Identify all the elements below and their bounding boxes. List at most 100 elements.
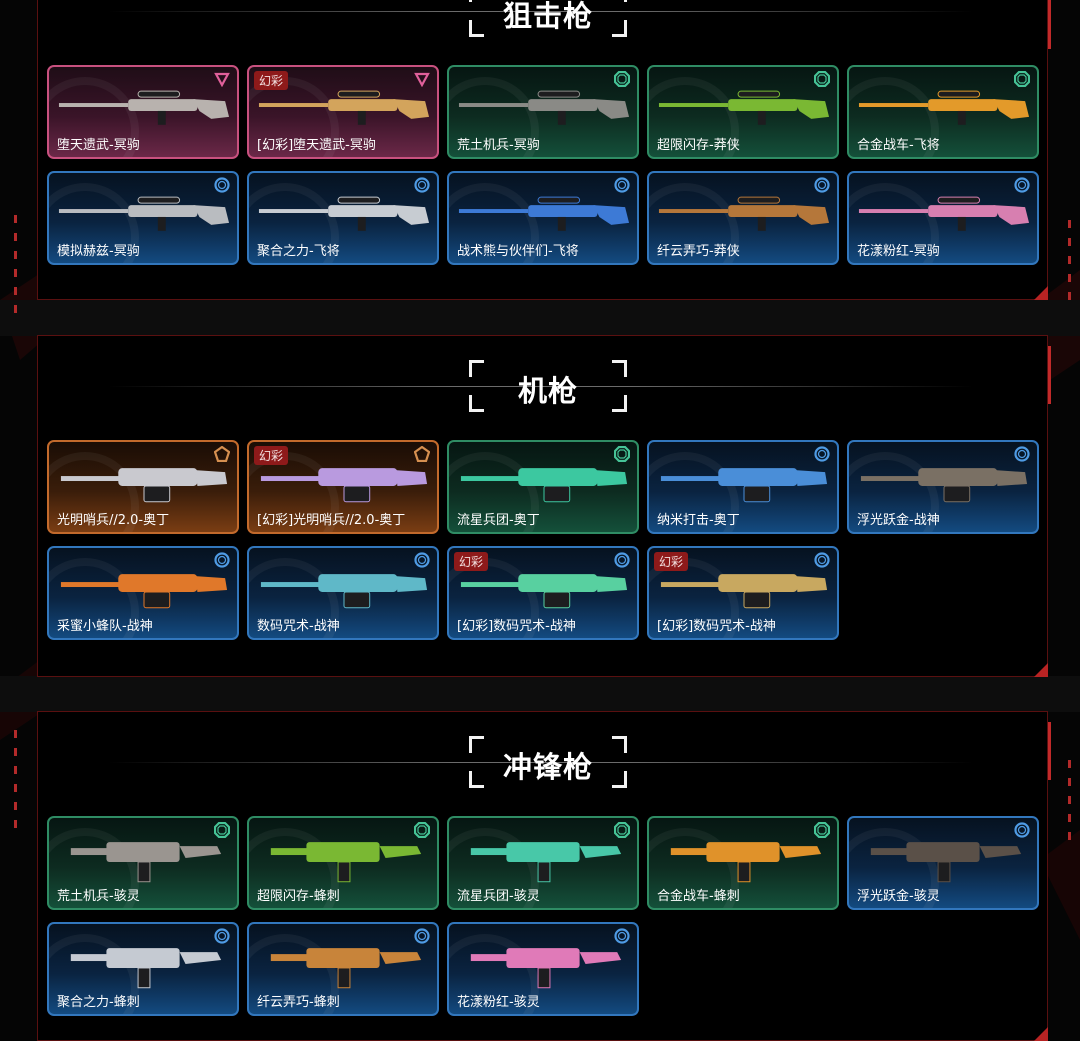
weapon-image bbox=[858, 90, 1030, 125]
skin-name: 超限闪存-蜂刺 bbox=[257, 889, 340, 904]
skin-card[interactable]: 聚合之力-飞将 bbox=[247, 171, 439, 265]
weapon-image bbox=[60, 574, 228, 609]
colorful-badge: 幻彩 bbox=[454, 552, 489, 571]
circle-icon bbox=[1014, 822, 1030, 838]
card-background-ring bbox=[49, 452, 139, 532]
skin-card[interactable]: 纤云弄巧-莽侠 bbox=[647, 171, 839, 265]
octagon-icon bbox=[814, 822, 830, 838]
section-title: 狙击枪 bbox=[502, 0, 593, 33]
panel-accent bbox=[1048, 0, 1051, 49]
section-header: 狙击枪 bbox=[469, 0, 627, 37]
skin-card[interactable]: 浮光跃金-骇灵 bbox=[847, 816, 1039, 910]
weapon-image bbox=[660, 468, 828, 503]
side-decoration-left-1 bbox=[14, 215, 18, 323]
card-background-ring bbox=[249, 77, 339, 157]
skin-card[interactable]: 纤云弄巧-蜂刺 bbox=[247, 922, 439, 1016]
card-background-ring bbox=[49, 77, 139, 157]
skin-card[interactable]: 幻彩[幻彩]光明哨兵//2.0-奥丁 bbox=[247, 440, 439, 534]
section-header: 冲锋枪 bbox=[469, 736, 627, 788]
card-background-ring bbox=[449, 828, 539, 908]
circle-icon bbox=[614, 552, 630, 568]
skin-name: 数码咒术-战神 bbox=[257, 619, 340, 634]
skin-card[interactable]: 花漾粉红-冥驹 bbox=[847, 171, 1039, 265]
octagon-icon bbox=[614, 822, 630, 838]
octagon-icon bbox=[614, 71, 630, 87]
side-decoration-right-2 bbox=[1068, 760, 1072, 850]
skin-name: 流星兵团-奥丁 bbox=[457, 513, 540, 528]
card-background-ring bbox=[449, 452, 539, 532]
circle-icon bbox=[814, 552, 830, 568]
weapon-image bbox=[270, 842, 422, 883]
card-background-ring bbox=[249, 934, 339, 1014]
card-background-ring bbox=[249, 452, 339, 532]
skin-name: [幻彩]数码咒术-战神 bbox=[457, 619, 576, 634]
colorful-badge: 幻彩 bbox=[654, 552, 689, 571]
triangle-icon bbox=[414, 72, 430, 87]
skin-card[interactable]: 幻彩 [幻彩]数码咒术-战神 bbox=[447, 546, 639, 640]
weapon-image bbox=[658, 196, 830, 231]
card-background-ring bbox=[649, 452, 739, 532]
divider-line bbox=[108, 386, 973, 387]
circle-icon bbox=[1014, 177, 1030, 193]
weapon-image bbox=[58, 196, 230, 231]
skin-card[interactable]: 光明哨兵//2.0-奥丁 bbox=[47, 440, 239, 534]
skin-card[interactable]: 幻彩[幻彩]数码咒术-战神 bbox=[647, 546, 839, 640]
weapon-image bbox=[58, 90, 230, 125]
card-background-ring bbox=[849, 77, 939, 157]
side-decoration-left-2 bbox=[14, 730, 18, 838]
skin-name: 合金战车-飞将 bbox=[857, 138, 940, 153]
section-sniper: 狙击枪 堕天遗武-冥驹 幻彩[幻彩]堕天遗武-冥驹 荒土机兵-冥驹 超限闪存-莽… bbox=[37, 0, 1051, 300]
skin-name: [幻彩]光明哨兵//2.0-奥丁 bbox=[257, 513, 406, 528]
card-background-ring bbox=[49, 183, 139, 263]
weapon-image bbox=[470, 842, 622, 883]
weapon-image bbox=[258, 196, 430, 231]
skin-card[interactable]: 花漾粉红-骇灵 bbox=[447, 922, 639, 1016]
skin-card[interactable]: 荒土机兵-骇灵 bbox=[47, 816, 239, 910]
card-background-ring bbox=[849, 183, 939, 263]
skin-card[interactable]: 幻彩[幻彩]堕天遗武-冥驹 bbox=[247, 65, 439, 159]
circle-icon bbox=[414, 552, 430, 568]
divider-line bbox=[108, 11, 973, 12]
weapon-image bbox=[658, 90, 830, 125]
card-background-ring bbox=[649, 77, 739, 157]
skin-card[interactable]: 堕天遗武-冥驹 bbox=[47, 65, 239, 159]
weapon-image bbox=[458, 196, 630, 231]
weapon-image bbox=[458, 90, 630, 125]
card-background-ring bbox=[649, 828, 739, 908]
octagon-icon bbox=[614, 446, 630, 462]
octagon-icon bbox=[1014, 71, 1030, 87]
circle-icon bbox=[814, 177, 830, 193]
skin-name: [幻彩]堕天遗武-冥驹 bbox=[257, 138, 376, 153]
circle-icon bbox=[1014, 446, 1030, 462]
skin-name: 流星兵团-骇灵 bbox=[457, 889, 540, 904]
skin-name: 光明哨兵//2.0-奥丁 bbox=[57, 513, 170, 528]
skin-card[interactable]: 采蜜小蜂队-战神 bbox=[47, 546, 239, 640]
skin-card[interactable]: 荒土机兵-冥驹 bbox=[447, 65, 639, 159]
skin-card[interactable]: 聚合之力-蜂刺 bbox=[47, 922, 239, 1016]
circle-icon bbox=[614, 928, 630, 944]
skin-card[interactable]: 模拟赫兹-冥驹 bbox=[47, 171, 239, 265]
skin-card[interactable]: 合金战车-蜂刺 bbox=[647, 816, 839, 910]
card-background-ring bbox=[449, 934, 539, 1014]
skin-card[interactable]: 合金战车-飞将 bbox=[847, 65, 1039, 159]
skin-card[interactable]: 流星兵团-骇灵 bbox=[447, 816, 639, 910]
card-background-ring bbox=[449, 77, 539, 157]
skin-name: 纳米打击-奥丁 bbox=[657, 513, 740, 528]
skin-card[interactable]: 纳米打击-奥丁 bbox=[647, 440, 839, 534]
skin-card[interactable]: 流星兵团-奥丁 bbox=[447, 440, 639, 534]
skin-card[interactable]: 浮光跃金-战神 bbox=[847, 440, 1039, 534]
skin-card[interactable]: 数码咒术-战神 bbox=[247, 546, 439, 640]
card-background-ring bbox=[449, 183, 539, 263]
skin-card[interactable]: 战术熊与伙伴们-飞将 bbox=[447, 171, 639, 265]
skin-card[interactable]: 超限闪存-蜂刺 bbox=[247, 816, 439, 910]
skin-card[interactable]: 超限闪存-莽侠 bbox=[647, 65, 839, 159]
section-smg: 冲锋枪 荒土机兵-骇灵 超限闪存-蜂刺 流星兵团-骇灵 合金战车-蜂刺 浮光跃金… bbox=[37, 711, 1051, 1041]
circle-icon bbox=[214, 177, 230, 193]
weapon-image bbox=[660, 574, 828, 609]
card-background-ring bbox=[449, 558, 539, 638]
weapon-image bbox=[460, 468, 628, 503]
skin-name: 花漾粉红-骇灵 bbox=[457, 995, 540, 1010]
weapon-image bbox=[270, 948, 422, 989]
weapon-image bbox=[460, 574, 628, 609]
circle-icon bbox=[414, 177, 430, 193]
